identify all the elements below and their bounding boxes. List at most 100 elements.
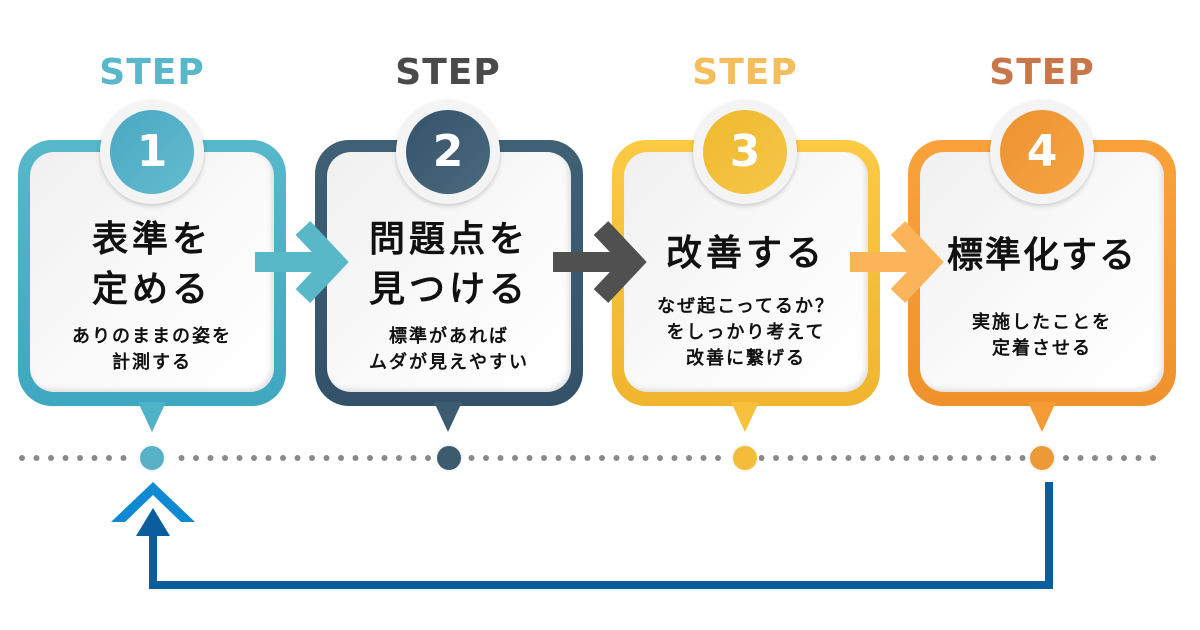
step-1-title-line1: 表準を bbox=[91, 219, 212, 260]
step-1-desc-line1: ありのままの姿を bbox=[72, 326, 232, 347]
step-1-title-line2: 定める bbox=[91, 269, 212, 310]
timeline-dot bbox=[367, 455, 373, 461]
timeline-dot bbox=[396, 455, 402, 461]
timeline-dot bbox=[1150, 455, 1156, 461]
timeline-dot bbox=[48, 455, 54, 461]
step-2-desc-line1: 標準があれば bbox=[389, 326, 509, 347]
timeline-dot bbox=[512, 455, 518, 461]
step-2-number: 2 bbox=[406, 110, 490, 194]
timeline-dot bbox=[1019, 455, 1026, 461]
timeline-dot bbox=[671, 455, 678, 461]
timeline-dot bbox=[468, 455, 475, 461]
timeline-dot bbox=[903, 455, 910, 461]
step-2-title-line2: 見つける bbox=[368, 269, 529, 310]
timeline-dot bbox=[497, 455, 504, 461]
timeline-dot bbox=[700, 455, 707, 461]
loop-arrow-head bbox=[136, 508, 170, 536]
timeline-marker-4-fill bbox=[1030, 446, 1054, 470]
timeline-dot bbox=[961, 455, 968, 461]
timeline-dot bbox=[352, 455, 359, 461]
timeline-dot bbox=[222, 455, 228, 461]
arrow-2-to-3 bbox=[553, 221, 647, 303]
timeline-dot bbox=[207, 455, 214, 461]
step-3-label: STEP bbox=[692, 52, 798, 93]
step-3-title-line1: 改善する bbox=[665, 233, 826, 274]
timeline-dot bbox=[33, 455, 40, 461]
arrow-shaft bbox=[850, 252, 920, 272]
timeline-dot bbox=[309, 455, 315, 461]
step-3-pointer bbox=[731, 402, 759, 432]
timeline-dot bbox=[483, 455, 489, 461]
timeline-dot bbox=[1063, 455, 1069, 461]
step-2-pointer bbox=[434, 402, 462, 432]
step-2-desc-line2: ムダが見えやすい bbox=[369, 352, 529, 373]
timeline-dot bbox=[613, 455, 620, 461]
timeline-dot bbox=[120, 455, 127, 461]
timeline-dot bbox=[425, 455, 431, 461]
step-1-number: 1 bbox=[110, 110, 194, 194]
timeline-dot bbox=[236, 455, 243, 461]
timeline-dot bbox=[628, 455, 634, 461]
timeline-dot bbox=[990, 455, 997, 461]
timeline-dot bbox=[657, 455, 663, 461]
step-4-number: 4 bbox=[1000, 110, 1084, 194]
timeline-dot bbox=[193, 455, 199, 461]
timeline-dot bbox=[294, 455, 301, 461]
step-3-desc-line2: をしっかり考えて bbox=[666, 322, 826, 343]
timeline-markers bbox=[138, 444, 1056, 472]
step-4-title-line1: 標準化する bbox=[946, 235, 1137, 276]
timeline-dot bbox=[889, 455, 895, 461]
step-4-desc-line2: 定着させる bbox=[992, 338, 1092, 359]
timeline-dot bbox=[19, 455, 25, 461]
timeline-dot bbox=[584, 455, 591, 461]
arrow-3-to-4 bbox=[850, 221, 944, 303]
arrow-1-to-2-overlay bbox=[255, 221, 349, 303]
step-1-label: STEP bbox=[99, 52, 205, 93]
timeline-dot bbox=[178, 455, 185, 461]
loop-arrow-line bbox=[149, 482, 1053, 589]
step-4-number-badge: 4 bbox=[990, 100, 1094, 204]
step-2-number-badge: 2 bbox=[396, 100, 500, 204]
step-3-number: 3 bbox=[703, 110, 787, 194]
timeline-marker-3-fill bbox=[733, 446, 757, 470]
arrow-head bbox=[890, 221, 944, 303]
timeline-dot bbox=[642, 455, 649, 461]
step-2-label: STEP bbox=[395, 52, 501, 93]
arrow-shaft bbox=[553, 252, 623, 272]
timeline-dot bbox=[802, 455, 808, 461]
timeline-dot bbox=[816, 455, 823, 461]
timeline-dot bbox=[323, 455, 330, 461]
timeline-dot bbox=[874, 455, 881, 461]
timeline-dot bbox=[947, 455, 953, 461]
timeline-dot bbox=[570, 455, 576, 461]
timeline-dot bbox=[410, 455, 417, 461]
timeline-dot bbox=[918, 455, 924, 461]
timeline-dot bbox=[976, 455, 982, 461]
timeline-dot bbox=[1092, 455, 1098, 461]
timeline-dot bbox=[251, 455, 257, 461]
timeline-dot bbox=[773, 455, 779, 461]
timeline-dot bbox=[1121, 455, 1127, 461]
step-4-desc-line1: 実施したことを bbox=[972, 312, 1112, 333]
timeline-dot bbox=[715, 455, 721, 461]
step-1-pointer bbox=[138, 402, 166, 432]
timeline-dot bbox=[541, 455, 547, 461]
step-3-desc-line1: なぜ起こってるか？ bbox=[657, 296, 835, 317]
timeline-dot bbox=[932, 455, 939, 461]
timeline-dot bbox=[758, 455, 765, 461]
timeline-dot bbox=[526, 455, 533, 461]
timeline-dot bbox=[381, 455, 388, 461]
timeline-dot bbox=[686, 455, 692, 461]
timeline-dot bbox=[280, 455, 286, 461]
timeline-dot bbox=[265, 455, 272, 461]
timeline-dot bbox=[1135, 455, 1142, 461]
timeline-dot bbox=[555, 455, 562, 461]
timeline-dot bbox=[831, 455, 837, 461]
timeline-dot bbox=[860, 455, 866, 461]
timeline-marker-1-fill bbox=[140, 446, 164, 470]
timeline-marker-2-fill bbox=[437, 446, 461, 470]
timeline-dot bbox=[1005, 455, 1011, 461]
timeline-dot bbox=[77, 455, 83, 461]
arrow-head bbox=[593, 221, 647, 303]
